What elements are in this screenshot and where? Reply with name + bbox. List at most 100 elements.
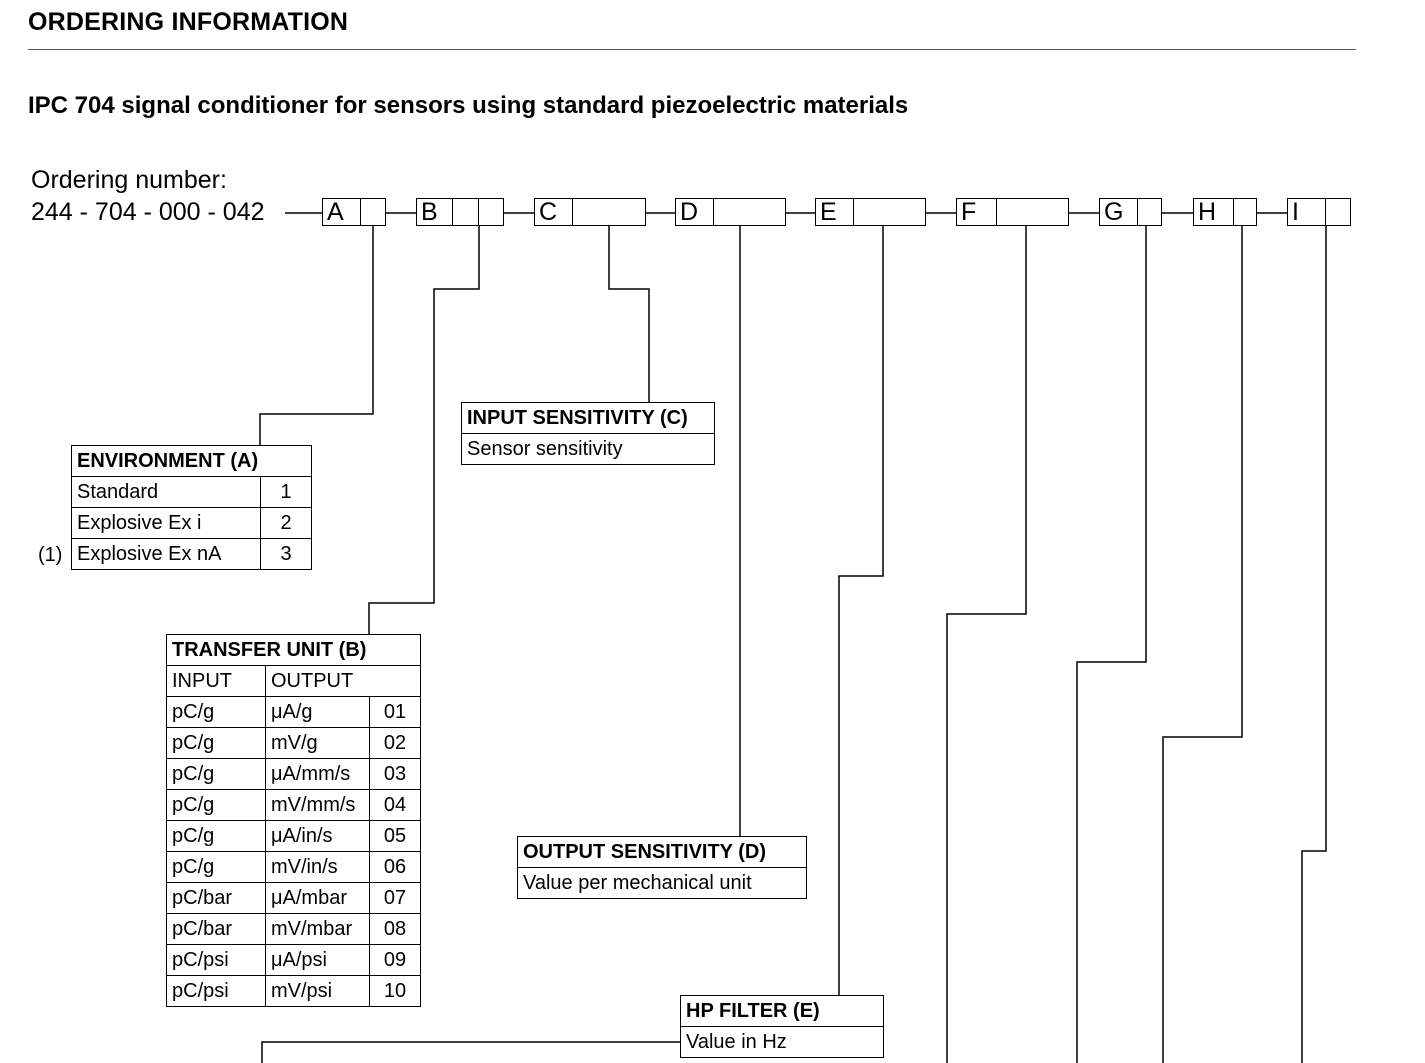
option-label: Explosive Ex nA (71, 538, 261, 570)
column-header-input: INPUT (166, 665, 266, 697)
leader-g (1076, 226, 1147, 1063)
option-code: 1 (260, 476, 312, 508)
code-box-i: I (1287, 198, 1351, 226)
option-code: 08 (369, 913, 421, 945)
code-letter-g: G (1100, 199, 1138, 226)
environment-title: ENVIRONMENT (A) (71, 445, 312, 477)
option-code: 02 (369, 727, 421, 759)
option-code: 09 (369, 944, 421, 976)
input-unit: pC/bar (166, 913, 266, 945)
input-unit: pC/g (166, 727, 266, 759)
code-slot (453, 199, 479, 225)
code-box-d: D (675, 198, 786, 226)
option-code: 3 (260, 538, 312, 570)
output-unit: mV/mbar (265, 913, 370, 945)
input-sensitivity-value: Sensor sensitivity (461, 433, 715, 465)
code-box-g: G (1099, 198, 1162, 226)
leader-c (608, 226, 650, 402)
table-row: Explosive Ex i 2 (71, 507, 312, 539)
input-unit: pC/g (166, 758, 266, 790)
code-slot (1234, 199, 1256, 225)
leader-i (1301, 226, 1327, 1063)
option-code: 05 (369, 820, 421, 852)
input-unit: pC/bar (166, 882, 266, 914)
table-row: Explosive Ex nA 3 (71, 538, 312, 570)
option-code: 2 (260, 507, 312, 539)
code-letter-f: F (957, 199, 997, 226)
leader-b (368, 226, 480, 634)
ordering-number-label: Ordering number: (31, 166, 227, 194)
code-slot (854, 199, 925, 225)
code-letter-b: B (417, 199, 453, 226)
input-unit: pC/g (166, 820, 266, 852)
option-label: Explosive Ex i (71, 507, 261, 539)
code-slot (997, 199, 1068, 225)
input-unit: pC/g (166, 696, 266, 728)
output-sensitivity-value: Value per mechanical unit (517, 867, 807, 899)
product-subheading: IPC 704 signal conditioner for sensors u… (28, 92, 909, 119)
option-code: 07 (369, 882, 421, 914)
output-unit: μA/g (265, 696, 370, 728)
option-code: 06 (369, 851, 421, 883)
hp-filter-table: HP FILTER (E) Value in Hz (680, 995, 884, 1058)
leader-e (838, 226, 884, 996)
option-code: 01 (369, 696, 421, 728)
code-letter-h: H (1194, 199, 1234, 226)
code-slot (1326, 199, 1350, 225)
output-unit: μA/in/s (265, 820, 370, 852)
option-code: 10 (369, 975, 421, 1007)
input-sensitivity-title: INPUT SENSITIVITY (C) (461, 402, 715, 434)
input-unit: pC/g (166, 789, 266, 821)
leader-h (1162, 226, 1243, 1063)
code-box-f: F (956, 198, 1069, 226)
hp-filter-title: HP FILTER (E) (680, 995, 884, 1027)
leader-e-continued (261, 1041, 680, 1063)
page-heading: ORDERING INFORMATION (28, 8, 349, 36)
code-box-e: E (815, 198, 926, 226)
output-sensitivity-table: OUTPUT SENSITIVITY (D) Value per mechani… (517, 836, 807, 899)
option-code: 03 (369, 758, 421, 790)
code-box-b: B (416, 198, 504, 226)
input-sensitivity-table: INPUT SENSITIVITY (C) Sensor sensitivity (461, 402, 715, 465)
output-unit: mV/psi (265, 975, 370, 1007)
code-slot (479, 199, 503, 225)
code-letter-e: E (816, 199, 854, 226)
code-box-h: H (1193, 198, 1257, 226)
column-header-output: OUTPUT (265, 665, 421, 697)
heading-rule (28, 49, 1356, 50)
option-code: 04 (369, 789, 421, 821)
code-letter-c: C (535, 199, 573, 226)
code-slot (714, 199, 785, 225)
table-row: Standard 1 (71, 476, 312, 508)
output-unit: μA/mbar (265, 882, 370, 914)
code-box-c: C (534, 198, 646, 226)
code-slot (1138, 199, 1161, 225)
output-unit: mV/mm/s (265, 789, 370, 821)
leader-a (259, 226, 374, 446)
output-sensitivity-title: OUTPUT SENSITIVITY (D) (517, 836, 807, 868)
option-label: Standard (71, 476, 261, 508)
footnote-marker: (1) (38, 544, 63, 566)
code-slot (361, 199, 385, 225)
output-unit: mV/g (265, 727, 370, 759)
transfer-unit-title: TRANSFER UNIT (B) (166, 634, 421, 666)
code-slot (573, 199, 645, 225)
code-letter-a: A (323, 199, 361, 226)
output-unit: μA/psi (265, 944, 370, 976)
ordering-number-prefix: 244 - 704 - 000 - 042 (31, 198, 265, 226)
environment-table: ENVIRONMENT (A) Standard 1 Explosive Ex … (71, 445, 312, 570)
input-unit: pC/psi (166, 944, 266, 976)
input-unit: pC/psi (166, 975, 266, 1007)
output-unit: mV/in/s (265, 851, 370, 883)
